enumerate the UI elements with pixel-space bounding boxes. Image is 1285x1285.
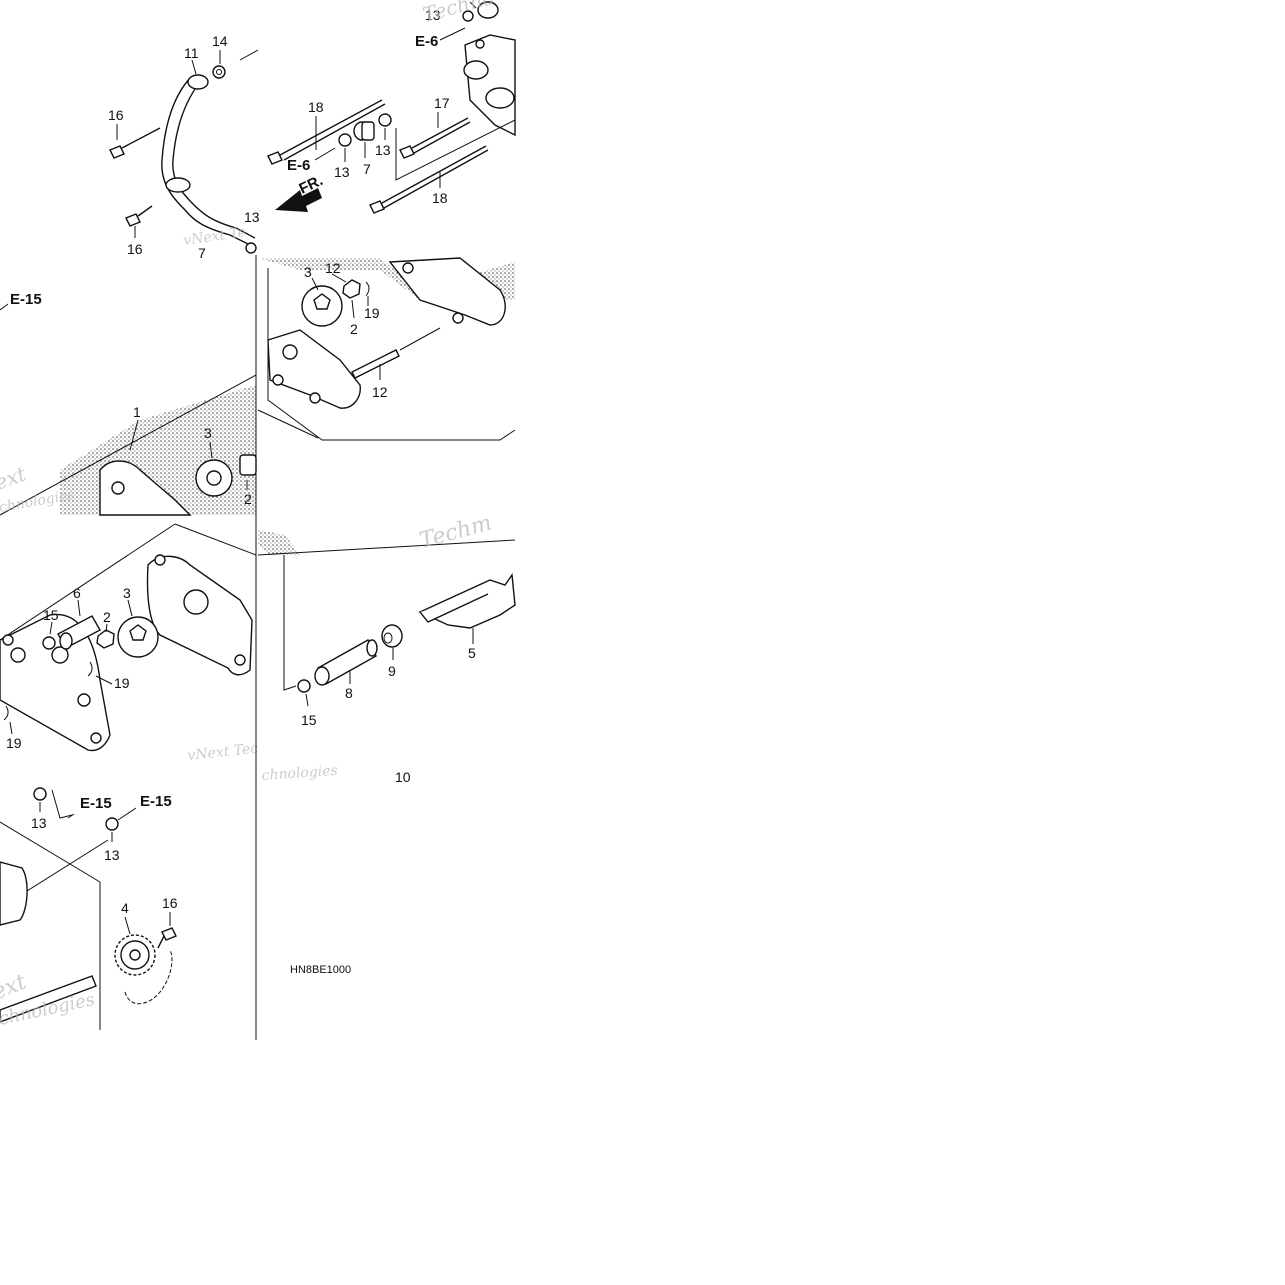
bolt-18-long	[267, 99, 386, 165]
front-arrow-icon	[275, 188, 322, 212]
pipe-flange-mid	[165, 177, 191, 193]
callout-17: 17	[434, 95, 450, 111]
callout-16: 16	[162, 895, 178, 911]
callout-13: 13	[425, 7, 441, 23]
washer-13	[105, 817, 119, 831]
reference-e15: E-15	[80, 795, 112, 812]
callout-2: 2	[103, 609, 111, 625]
callout-6: 6	[73, 585, 81, 601]
callout-19: 19	[114, 675, 130, 691]
callout-19: 19	[364, 305, 380, 321]
front-direction-label: FR.	[297, 172, 326, 198]
callout-15: 15	[43, 607, 59, 623]
reference-e15: E-15	[10, 291, 42, 308]
callout-4: 4	[121, 900, 129, 916]
callout-16: 16	[127, 241, 143, 257]
pump-body-exploded	[146, 555, 253, 676]
callout-3: 3	[204, 425, 212, 441]
panel-oil-pipe: 11 14 16 16 13 7 vNext Te	[108, 33, 260, 261]
callout-18: 18	[308, 99, 324, 115]
panel-oil-strainer: 5 9 8 15 10 Techm chnologies	[257, 511, 516, 785]
callout-13: 13	[104, 847, 120, 863]
shaft	[0, 975, 97, 1023]
rotor-2	[342, 279, 361, 299]
watermark: chnologies	[261, 763, 338, 784]
callout-3: 3	[123, 585, 131, 601]
washer-13	[338, 133, 352, 147]
callout-16: 16	[108, 107, 124, 123]
bolt-18-lower	[369, 145, 489, 214]
rotor-2	[96, 629, 115, 649]
watermark: vNext Tec	[187, 741, 259, 764]
callout-13: 13	[375, 142, 391, 158]
bolt-16-upper	[109, 127, 161, 159]
callout-1: 1	[133, 404, 141, 420]
callout-13: 13	[244, 209, 260, 225]
panel-pump-detail: 3 12 19 2 12	[257, 257, 516, 441]
panel-mounting-bolts: 13 E-6 18 13 7 13 E-6 17 18 FR. Techno	[267, 0, 516, 214]
corner-shading	[258, 530, 300, 555]
callout-13: 13	[31, 815, 47, 831]
bolt-16-lower	[125, 205, 153, 227]
callout-14: 14	[212, 33, 228, 49]
callout-11: 11	[184, 45, 199, 61]
callout-18: 18	[432, 190, 448, 206]
reference-e6: E-6	[415, 33, 438, 50]
panel-pump-exploded: 6 15 2 3 19 19 vNext Tec	[0, 523, 259, 764]
pump-cover-upper	[464, 34, 516, 137]
callout-7: 7	[363, 161, 371, 177]
washer-15	[42, 636, 56, 650]
callout-5: 5	[468, 645, 476, 661]
bolt-16	[157, 927, 177, 949]
washer-13	[33, 787, 47, 801]
crank-boss	[0, 861, 28, 926]
pipe-flange-top	[187, 74, 209, 90]
callout-10: 10	[395, 769, 411, 785]
panel-pump-assembly: 1 3 2 E-15 ext chnologies	[0, 291, 257, 516]
watermark: ext	[0, 461, 30, 495]
reference-e15: E-15	[140, 793, 172, 810]
pump-body-right	[388, 257, 506, 326]
callout-12: 12	[372, 384, 388, 400]
panel-drive-sprocket: 13 E-15 13 E-15 4 16 ext chnologies	[0, 787, 178, 1030]
bolt-17	[399, 117, 471, 159]
callout-2: 2	[244, 491, 252, 507]
washer-14	[212, 65, 226, 79]
callout-12: 12	[325, 260, 341, 276]
watermark: vNext Te	[182, 224, 247, 249]
callout-9: 9	[388, 663, 396, 679]
callout-19: 19	[6, 735, 22, 751]
washer-15	[297, 679, 311, 693]
dowel-pin-12	[351, 349, 400, 379]
callout-8: 8	[345, 685, 353, 701]
reference-e6: E-6	[287, 157, 310, 174]
pump-cover-plate	[0, 613, 111, 752]
callout-15: 15	[301, 712, 317, 728]
callout-3: 3	[304, 264, 312, 280]
pump-body	[99, 460, 192, 516]
callout-7: 7	[198, 245, 206, 261]
watermark: Techm	[417, 511, 494, 554]
drive-chain	[124, 949, 173, 1005]
callout-13: 13	[334, 164, 350, 180]
diagram-code: HN8BE1000	[290, 964, 351, 976]
callout-2: 2	[350, 321, 358, 337]
